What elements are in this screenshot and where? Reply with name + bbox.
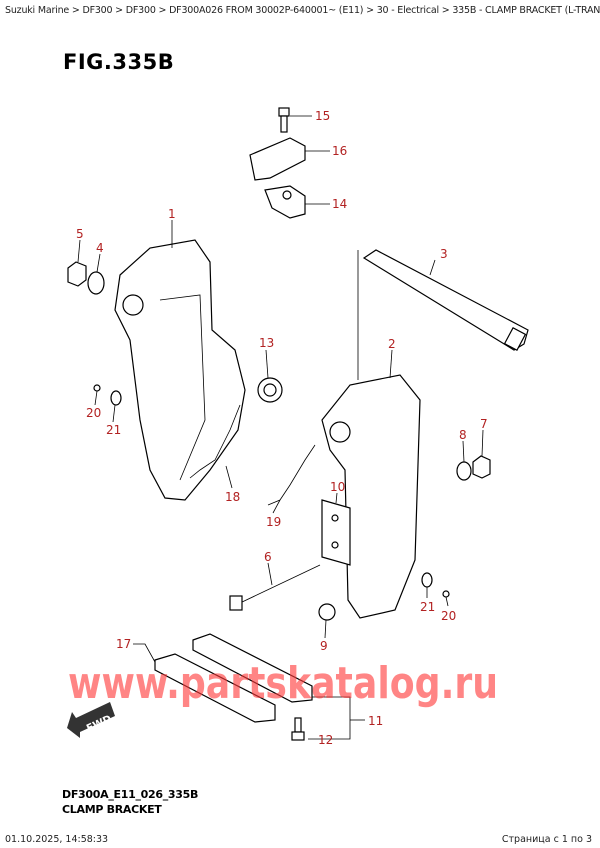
part-21-washer-right: [421, 572, 433, 598]
callout-1: 1: [168, 207, 176, 221]
part-7-nut: [472, 429, 491, 479]
part-9-washer: [318, 603, 336, 639]
callout-14: 14: [332, 197, 347, 211]
page-indicator: Страница с 1 по 3: [501, 834, 592, 845]
callout-4: 4: [96, 241, 104, 255]
callout-9: 9: [320, 639, 328, 653]
callout-18: 18: [225, 490, 240, 504]
watermark: www.partskatalog.ru: [68, 658, 498, 709]
callout-17: 17: [116, 637, 131, 651]
part-20-screw-right: [442, 590, 450, 607]
callout-21: 21: [106, 423, 121, 437]
callout-8: 8: [459, 428, 467, 442]
diagram-code: DF300A_E11_026_335B: [62, 788, 199, 801]
callout-13: 13: [259, 336, 274, 350]
callout-15: 15: [315, 109, 330, 123]
callout-20: 20: [86, 406, 101, 420]
part-8-washer: [456, 440, 472, 481]
callout-6: 6: [264, 550, 272, 564]
part-2-clamp-bracket: [321, 349, 421, 619]
part-15-bolt: [278, 107, 312, 133]
callout-21-right: 21: [420, 600, 435, 614]
callout-2: 2: [388, 337, 396, 351]
breadcrumb[interactable]: Suzuki Marine > DF300 > DF300 > DF300A02…: [5, 5, 600, 16]
print-datetime: 01.10.2025, 14:58:33: [5, 834, 109, 845]
part-21-washer-left: [110, 390, 122, 423]
part-20-screw-left: [93, 384, 101, 406]
callout-10: 10: [330, 480, 345, 494]
part-16-cover: [249, 137, 330, 181]
callout-7: 7: [480, 417, 488, 431]
part-3-tube: [357, 249, 529, 380]
callout-16: 16: [332, 144, 347, 158]
part-13-grommet: [257, 349, 283, 403]
figure-title: FIG.335B: [63, 50, 175, 74]
part-11-12-callout: [291, 696, 365, 741]
callout-5: 5: [76, 227, 84, 241]
callout-3: 3: [440, 247, 448, 261]
callout-19: 19: [266, 515, 281, 529]
part-6-bolt: [229, 562, 321, 611]
callout-12: 12: [318, 733, 333, 747]
part-1-clamp-bracket: [114, 220, 246, 501]
callout-11: 11: [368, 714, 383, 728]
part-5-nut: [67, 239, 87, 287]
part-4-washer: [87, 253, 105, 295]
part-14-bracket: [264, 185, 330, 219]
part-18-rod: [189, 404, 241, 489]
diagram-title: CLAMP BRACKET: [62, 803, 162, 816]
part-19-rod: [267, 444, 316, 514]
part-10-plate: [321, 492, 351, 566]
callout-20-right: 20: [441, 609, 456, 623]
part-17-spacer: [133, 633, 313, 723]
